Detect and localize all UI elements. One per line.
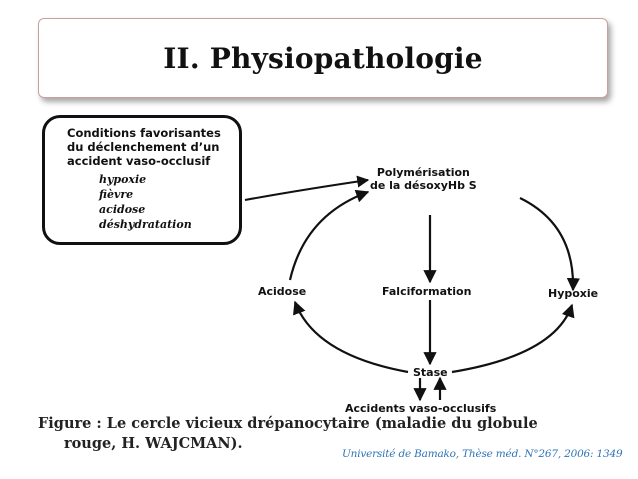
arrow-stase-to-hypoxie — [451, 303, 575, 374]
arrow-conditions-to-polymerisation — [244, 175, 370, 201]
title-box: II. Physiopathologie — [38, 18, 608, 98]
condition-item: acidose — [99, 203, 146, 216]
condition-item: fièvre — [99, 188, 134, 201]
node-hypoxie: Hypoxie — [548, 287, 599, 300]
conditions-heading: Conditions favorisantes du déclenchement… — [67, 126, 221, 168]
conditions-list: hypoxie fièvre acidose déshydratation — [67, 172, 229, 232]
conditions-box: Conditions favorisantes du déclenchement… — [42, 115, 242, 245]
caption-line-1: Figure : Le cercle vicieux drépanocytair… — [38, 415, 538, 432]
node-falciformation: Falciformation — [382, 285, 472, 298]
arrow-stase-to-acidose — [293, 300, 409, 374]
node-stase: Stase — [413, 366, 448, 379]
caption-line-2: rouge, H. WAJCMAN). — [64, 435, 243, 452]
source-citation: Université de Bamako, Thèse méd. N°267, … — [342, 448, 623, 460]
arrow-hypoxie-to-polymerisation — [519, 197, 580, 292]
node-acidose: Acidose — [258, 285, 307, 298]
arrow-acidose-to-polymerisation — [288, 189, 370, 281]
node-accidents: Accidents vaso-occlusifs — [345, 402, 497, 415]
figure-caption: Figure : Le cercle vicieux drépanocytair… — [38, 414, 628, 454]
condition-item: hypoxie — [99, 173, 147, 186]
slide-title: II. Physiopathologie — [163, 41, 483, 75]
condition-item: déshydratation — [99, 218, 192, 231]
node-polymerisation: Polymérisation de la désoxyHb S — [370, 166, 477, 192]
